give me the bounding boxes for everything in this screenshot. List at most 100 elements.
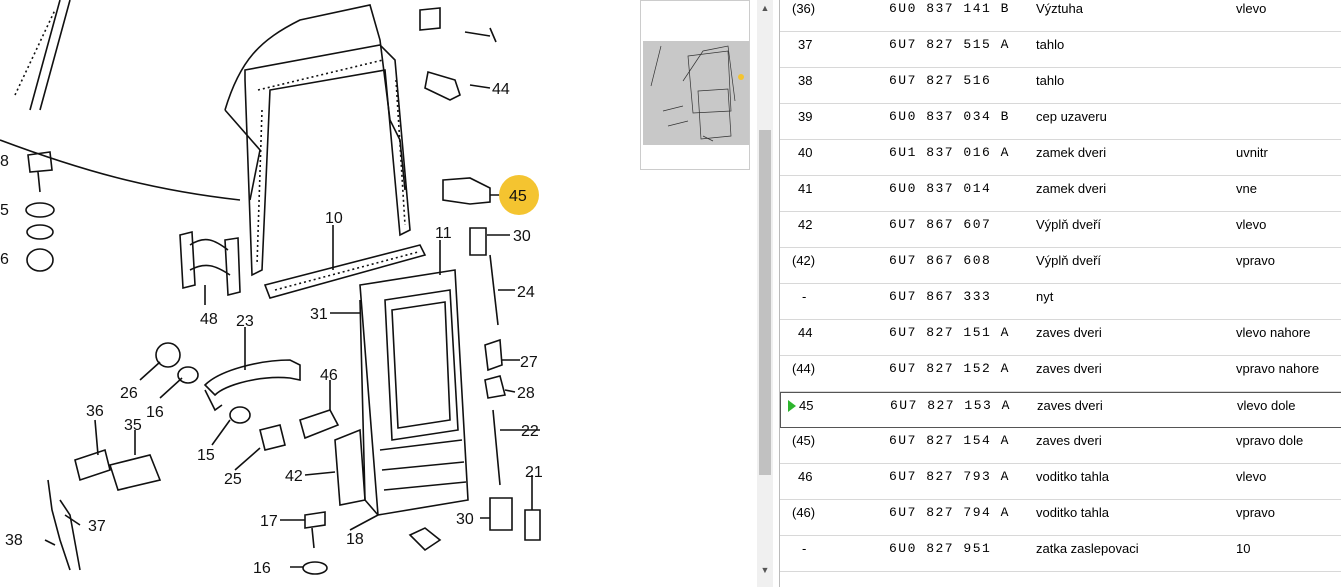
part-number-cell: 6U7 827 794 A (889, 505, 1010, 520)
callout-label[interactable]: 18 (346, 531, 364, 548)
scroll-up-icon[interactable]: ▲ (760, 3, 770, 13)
part-number-cell: 6U7 827 151 A (889, 325, 1010, 340)
callout-label[interactable]: 11 (435, 225, 452, 242)
scrollbar-thumb[interactable] (759, 130, 771, 475)
callout-label[interactable]: 30 (513, 228, 531, 245)
table-row[interactable]: (46) 6U7 827 794 A voditko tahla vpravo (780, 500, 1341, 536)
callout-highlight-45 (499, 175, 539, 215)
callout-label[interactable]: 10 (325, 210, 343, 227)
part-number-cell: 6U7 827 516 (889, 73, 992, 88)
callout-label[interactable]: 16 (253, 560, 271, 577)
diagram-canvas: 8 5 6 44 45 10 11 30 24 31 48 23 26 16 3… (0, 0, 543, 577)
vertical-scrollbar[interactable]: ▲ ▼ (757, 0, 773, 587)
callout-label[interactable]: 15 (197, 447, 215, 464)
part-name-cell: zatka zaslepovaci (1036, 541, 1139, 556)
callout-label[interactable]: 38 (5, 532, 23, 549)
note-cell: uvnitr (1236, 145, 1268, 160)
note-cell: vlevo (1236, 217, 1267, 232)
callout-label[interactable]: 27 (520, 354, 538, 371)
callout-label[interactable]: 31 (310, 306, 328, 323)
part-number-cell: 6U7 867 607 (889, 217, 992, 232)
part-number-cell: 6U0 837 034 B (889, 109, 1010, 124)
part-name-cell: tahlo (1036, 37, 1065, 52)
callout-label[interactable]: 24 (517, 284, 535, 301)
table-row[interactable]: 45 6U7 827 153 A zaves dveri vlevo dole (780, 392, 1341, 428)
callout-label[interactable]: 25 (224, 471, 242, 488)
position-cell: - (802, 289, 807, 304)
thumbnail-drawing (650, 45, 744, 142)
note-cell: vpravo (1236, 505, 1276, 520)
callout-label[interactable]: 26 (120, 385, 138, 402)
callout-label[interactable]: 45 (509, 188, 527, 205)
scroll-down-icon[interactable]: ▼ (760, 565, 770, 575)
callout-label[interactable]: 37 (88, 518, 106, 535)
part-number-cell: 6U7 827 154 A (889, 433, 1010, 448)
callout-label[interactable]: 28 (517, 385, 535, 402)
part-name-cell: Výplň dveří (1036, 253, 1102, 268)
position-cell: 41 (798, 181, 813, 196)
diagram-thumbnail[interactable] (640, 0, 750, 170)
part-number-cell: 6U0 837 141 B (889, 1, 1010, 16)
position-cell: 37 (798, 37, 813, 52)
callout-label[interactable]: 21 (525, 464, 543, 481)
thumbnail-viewport[interactable] (643, 41, 749, 145)
part-name-cell: nyt (1036, 289, 1054, 304)
part-name-cell: zaves dveri (1037, 398, 1103, 413)
callout-label[interactable]: 6 (0, 251, 9, 268)
callout-label[interactable]: 44 (492, 81, 510, 98)
position-cell: (36) (792, 1, 816, 16)
position-cell: (42) (792, 253, 816, 268)
callout-label[interactable]: 36 (86, 403, 104, 420)
part-name-cell: zaves dveri (1036, 325, 1102, 340)
parts-diagram[interactable]: 8 5 6 44 45 10 11 30 24 31 48 23 26 16 3… (0, 0, 560, 587)
note-cell: vlevo dole (1237, 398, 1296, 413)
selected-row-marker-icon (788, 400, 796, 412)
note-cell: vlevo (1236, 1, 1267, 16)
part-number-cell: 6U7 827 793 A (889, 469, 1010, 484)
note-cell: 10 (1236, 541, 1251, 556)
part-name-cell: cep uzaveru (1036, 109, 1107, 124)
part-number-cell: 6U7 827 153 A (890, 398, 1011, 413)
table-row[interactable]: 37 6U7 827 515 A tahlo (780, 32, 1341, 68)
callout-label[interactable]: 23 (236, 313, 254, 330)
callout-label[interactable]: 8 (0, 153, 9, 170)
position-cell: 45 (799, 398, 814, 413)
position-cell: 40 (798, 145, 813, 160)
callout-label[interactable]: 16 (146, 404, 164, 421)
part-number-cell: 6U7 867 608 (889, 253, 992, 268)
callout-label[interactable]: 30 (456, 511, 474, 528)
note-cell: vpravo nahore (1236, 361, 1320, 376)
position-cell: (45) (792, 433, 816, 448)
part-number-cell: 6U1 837 016 A (889, 145, 1010, 160)
callout-label[interactable]: 17 (260, 513, 278, 530)
note-cell: vlevo nahore (1236, 325, 1311, 340)
position-cell: 38 (798, 73, 813, 88)
part-number-cell: 6U7 827 515 A (889, 37, 1010, 52)
callout-label[interactable]: 46 (320, 367, 338, 384)
callout-label[interactable]: 35 (124, 417, 142, 434)
table-row[interactable]: 44 6U7 827 151 A zaves dveri vlevo nahore (780, 320, 1341, 356)
part-name-cell: voditko tahla (1036, 505, 1109, 520)
callout-label[interactable]: 5 (0, 202, 9, 219)
callout-label[interactable]: 22 (521, 423, 539, 440)
note-cell: vlevo (1236, 469, 1267, 484)
part-name-cell: zamek dveri (1036, 181, 1107, 196)
callout-label[interactable]: 42 (285, 468, 303, 485)
callout-label[interactable]: 48 (200, 311, 218, 328)
position-cell: 44 (798, 325, 813, 340)
part-number-cell: 6U0 827 951 (889, 541, 992, 556)
position-cell: 46 (798, 469, 813, 484)
position-cell: (46) (792, 505, 816, 520)
